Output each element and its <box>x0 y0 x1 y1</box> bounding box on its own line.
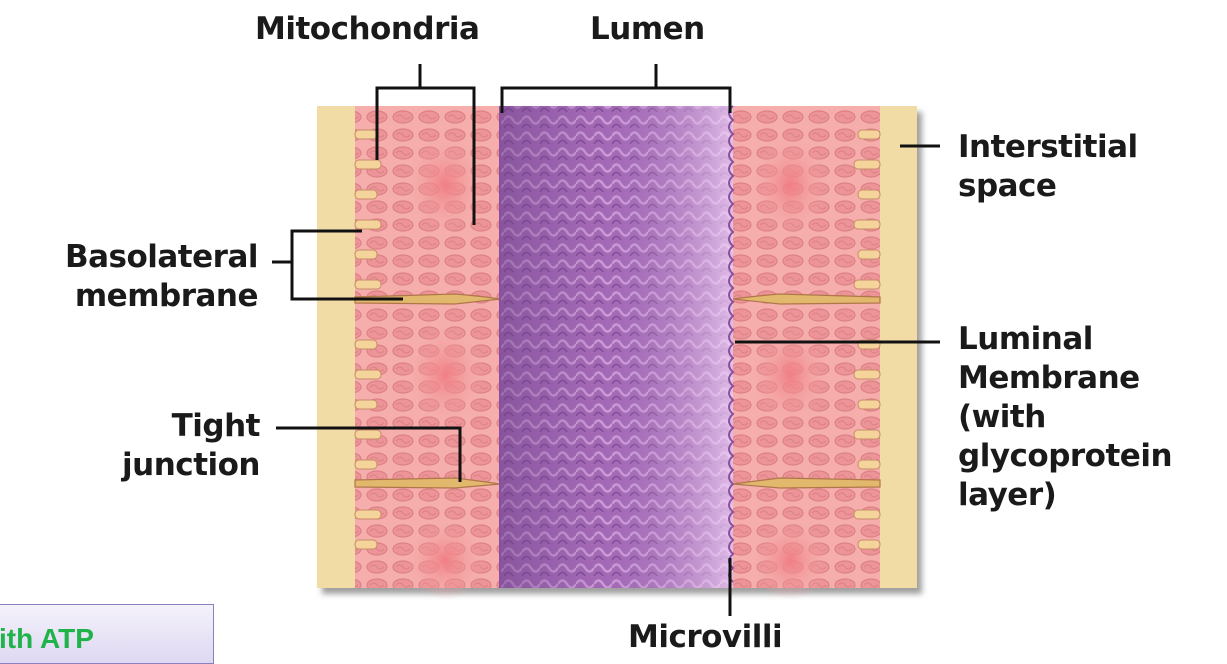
label-tight-junction: Tight junction <box>60 407 260 485</box>
label-tight-line2: junction <box>60 446 260 485</box>
epithelial-cells-right <box>733 106 880 600</box>
interstitial-space-right <box>880 106 917 588</box>
atp-note-box: ith ATP <box>0 604 214 664</box>
label-basolateral-membrane: Basolateral membrane <box>0 238 258 316</box>
label-interstitial-line2: space <box>958 167 1138 206</box>
label-interstitial-space: Interstitial space <box>958 128 1138 206</box>
lumen <box>500 106 733 588</box>
lumen-bracket <box>502 64 730 113</box>
atp-note-text: ith ATP <box>0 623 94 655</box>
label-basolateral-line1: Basolateral <box>0 238 258 277</box>
label-microvilli: Microvilli <box>628 618 782 657</box>
label-luminal-line5: layer) <box>958 476 1172 515</box>
label-luminal-line3: (with <box>958 398 1172 437</box>
label-luminal-membrane: Luminal Membrane (with glycoprotein laye… <box>958 320 1172 515</box>
label-mitochondria: Mitochondria <box>255 10 479 49</box>
label-interstitial-line1: Interstitial <box>958 128 1138 167</box>
label-tight-line1: Tight <box>60 407 260 446</box>
label-lumen: Lumen <box>590 10 705 49</box>
label-luminal-line2: Membrane <box>958 359 1172 398</box>
label-luminal-line1: Luminal <box>958 320 1172 359</box>
label-luminal-line4: glycoprotein <box>958 437 1172 476</box>
interstitial-space-left <box>317 106 355 588</box>
epithelial-cells-left <box>355 106 500 600</box>
label-basolateral-line2: membrane <box>0 277 258 316</box>
